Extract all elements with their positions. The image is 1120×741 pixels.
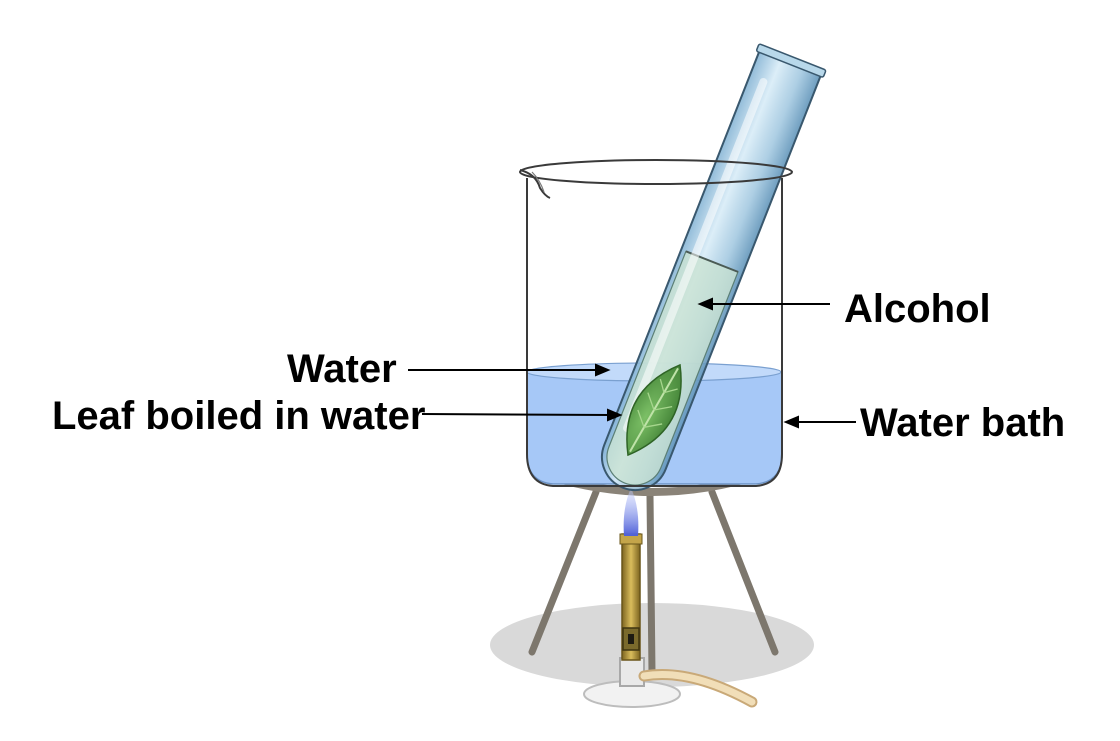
tripod-ring — [535, 468, 770, 496]
leaf-icon — [626, 363, 682, 457]
tripod-icon — [528, 488, 779, 676]
label-alcohol: Alcohol — [844, 287, 991, 331]
label-water-bath: Water bath — [860, 401, 1065, 445]
pointer-arrows — [408, 297, 856, 429]
label-water: Water — [287, 347, 397, 391]
beaker-icon — [519, 159, 793, 487]
flame-icon — [623, 488, 639, 536]
bunsen-burner-icon — [583, 533, 758, 708]
label-leaf-boiled-in-water: Leaf boiled in water — [52, 394, 425, 438]
